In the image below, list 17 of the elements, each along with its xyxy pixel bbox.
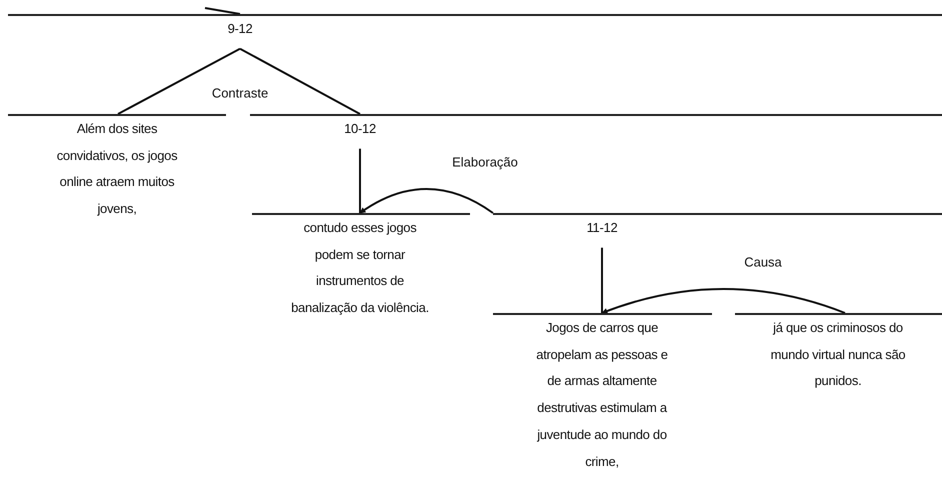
segment-text: 11-12 (586, 219, 618, 237)
segment-text: 9-12 (226, 20, 254, 38)
tree-line (359, 148, 361, 213)
segment-text: 10-12 (343, 120, 377, 138)
tree-line (240, 48, 360, 115)
tree-line (601, 248, 603, 313)
tree-line (204, 7, 240, 15)
edge-label: Elaboração (450, 154, 520, 170)
tree-line (118, 48, 240, 115)
segment-text: Jogos de carros que atropelam as pessoas e de armas altamente destrutivas estimulam a juventude ao mundo do crime, (535, 319, 669, 471)
relation-label: Contraste (210, 86, 270, 100)
segment-text: Além dos sites convidativos, os jogos online atraem muitos jovens, (56, 120, 178, 218)
segment-text: contudo esses jogos podem se tornar instrumentos de banalização da violência. (290, 219, 430, 318)
relation-arrow (359, 188, 494, 214)
relation-arrow (601, 288, 846, 314)
edge-label: Causa (742, 254, 784, 270)
segment-text: já que os criminosos do mundo virtual nunca são punidos. (770, 319, 906, 390)
